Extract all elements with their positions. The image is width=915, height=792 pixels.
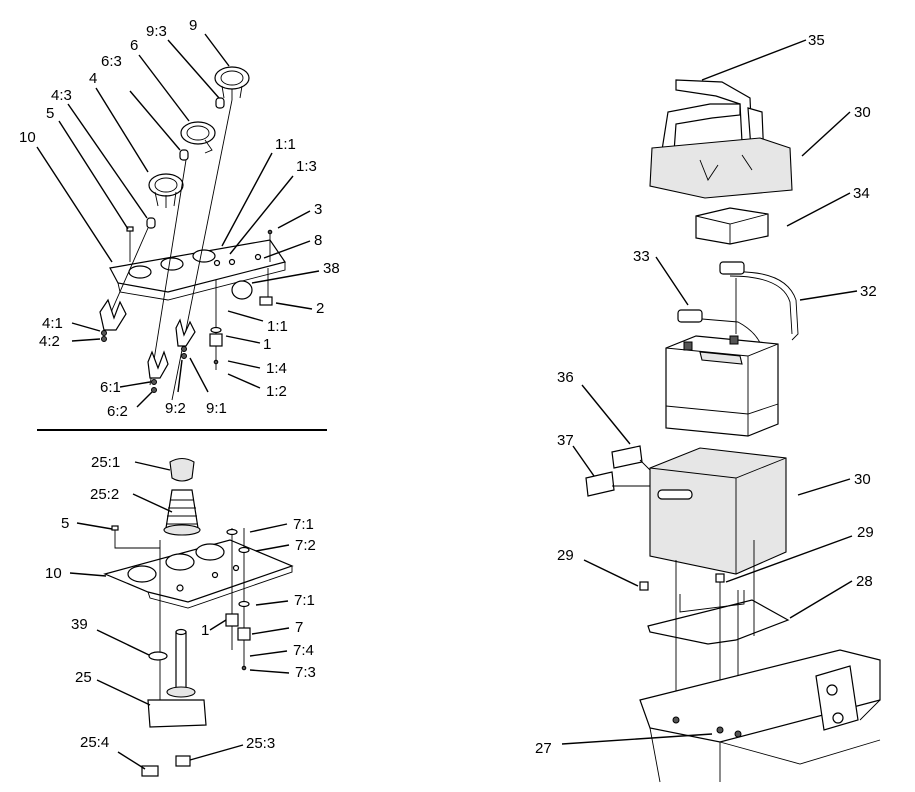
callout-30-bot: 30	[854, 471, 871, 488]
callout-1-3: 1:3	[296, 158, 317, 175]
bottom-left-leaders	[69, 461, 290, 770]
callout-38: 38	[323, 260, 340, 277]
callout-9-2: 9:2	[165, 400, 186, 417]
battery-assembly	[585, 79, 881, 783]
top-left-leaders	[36, 33, 320, 408]
callout-7-1-a: 7:1	[293, 516, 314, 533]
callout-25: 25	[75, 669, 92, 686]
callout-4-1: 4:1	[42, 315, 63, 332]
callout-4-2: 4:2	[39, 333, 60, 350]
callout-32: 32	[860, 283, 877, 300]
callout-25-2: 25:2	[90, 486, 119, 503]
joystick-assembly	[103, 457, 294, 777]
callout-27: 27	[535, 740, 552, 757]
callout-35: 35	[808, 32, 825, 49]
callout-9-3: 9:3	[146, 23, 167, 40]
callout-1-1-b: 1:1	[267, 318, 288, 335]
callout-1-2: 1:2	[266, 383, 287, 400]
callout-25-4: 25:4	[80, 734, 109, 751]
callout-7-3: 7:3	[295, 664, 316, 681]
callout-5-bot: 5	[61, 515, 69, 532]
right-leaders	[561, 39, 858, 745]
callout-33: 33	[633, 248, 650, 265]
callout-4: 4	[89, 70, 97, 87]
callout-7-2: 7:2	[295, 537, 316, 554]
callout-6-2: 6:2	[107, 403, 128, 420]
callout-2: 2	[316, 300, 324, 317]
callout-30-top: 30	[854, 104, 871, 121]
callout-25-3: 25:3	[246, 735, 275, 752]
callout-labels: 9 9:3 6 6:3 4 4:3 5 10 1:1 1:3 3 8 38 2 …	[19, 17, 877, 757]
callout-6-1: 6:1	[100, 379, 121, 396]
callout-7: 7	[295, 619, 303, 636]
callout-29-left: 29	[557, 547, 574, 564]
callout-1-top: 1	[263, 336, 271, 353]
callout-5-top: 5	[46, 105, 54, 122]
callout-7-1-b: 7:1	[294, 592, 315, 609]
callout-1-bot: 1	[201, 622, 209, 639]
callout-36: 36	[557, 369, 574, 386]
callout-7-4: 7:4	[293, 642, 314, 659]
callout-29-right: 29	[857, 524, 874, 541]
callout-37: 37	[557, 432, 574, 449]
callout-6: 6	[130, 37, 138, 54]
callout-39: 39	[71, 616, 88, 633]
callout-1-4: 1:4	[266, 360, 287, 377]
callout-28: 28	[856, 573, 873, 590]
callout-3: 3	[314, 201, 322, 218]
callout-4-3: 4:3	[51, 87, 72, 104]
gauge-panel-assembly	[99, 66, 286, 401]
callout-8: 8	[314, 232, 322, 249]
callout-34: 34	[853, 185, 870, 202]
callout-9: 9	[189, 17, 197, 34]
callout-25-1: 25:1	[91, 454, 120, 471]
callout-1-1-a: 1:1	[275, 136, 296, 153]
callout-10-bot: 10	[45, 565, 62, 582]
callout-9-1: 9:1	[206, 400, 227, 417]
callout-10-top: 10	[19, 129, 36, 146]
callout-6-3: 6:3	[101, 53, 122, 70]
